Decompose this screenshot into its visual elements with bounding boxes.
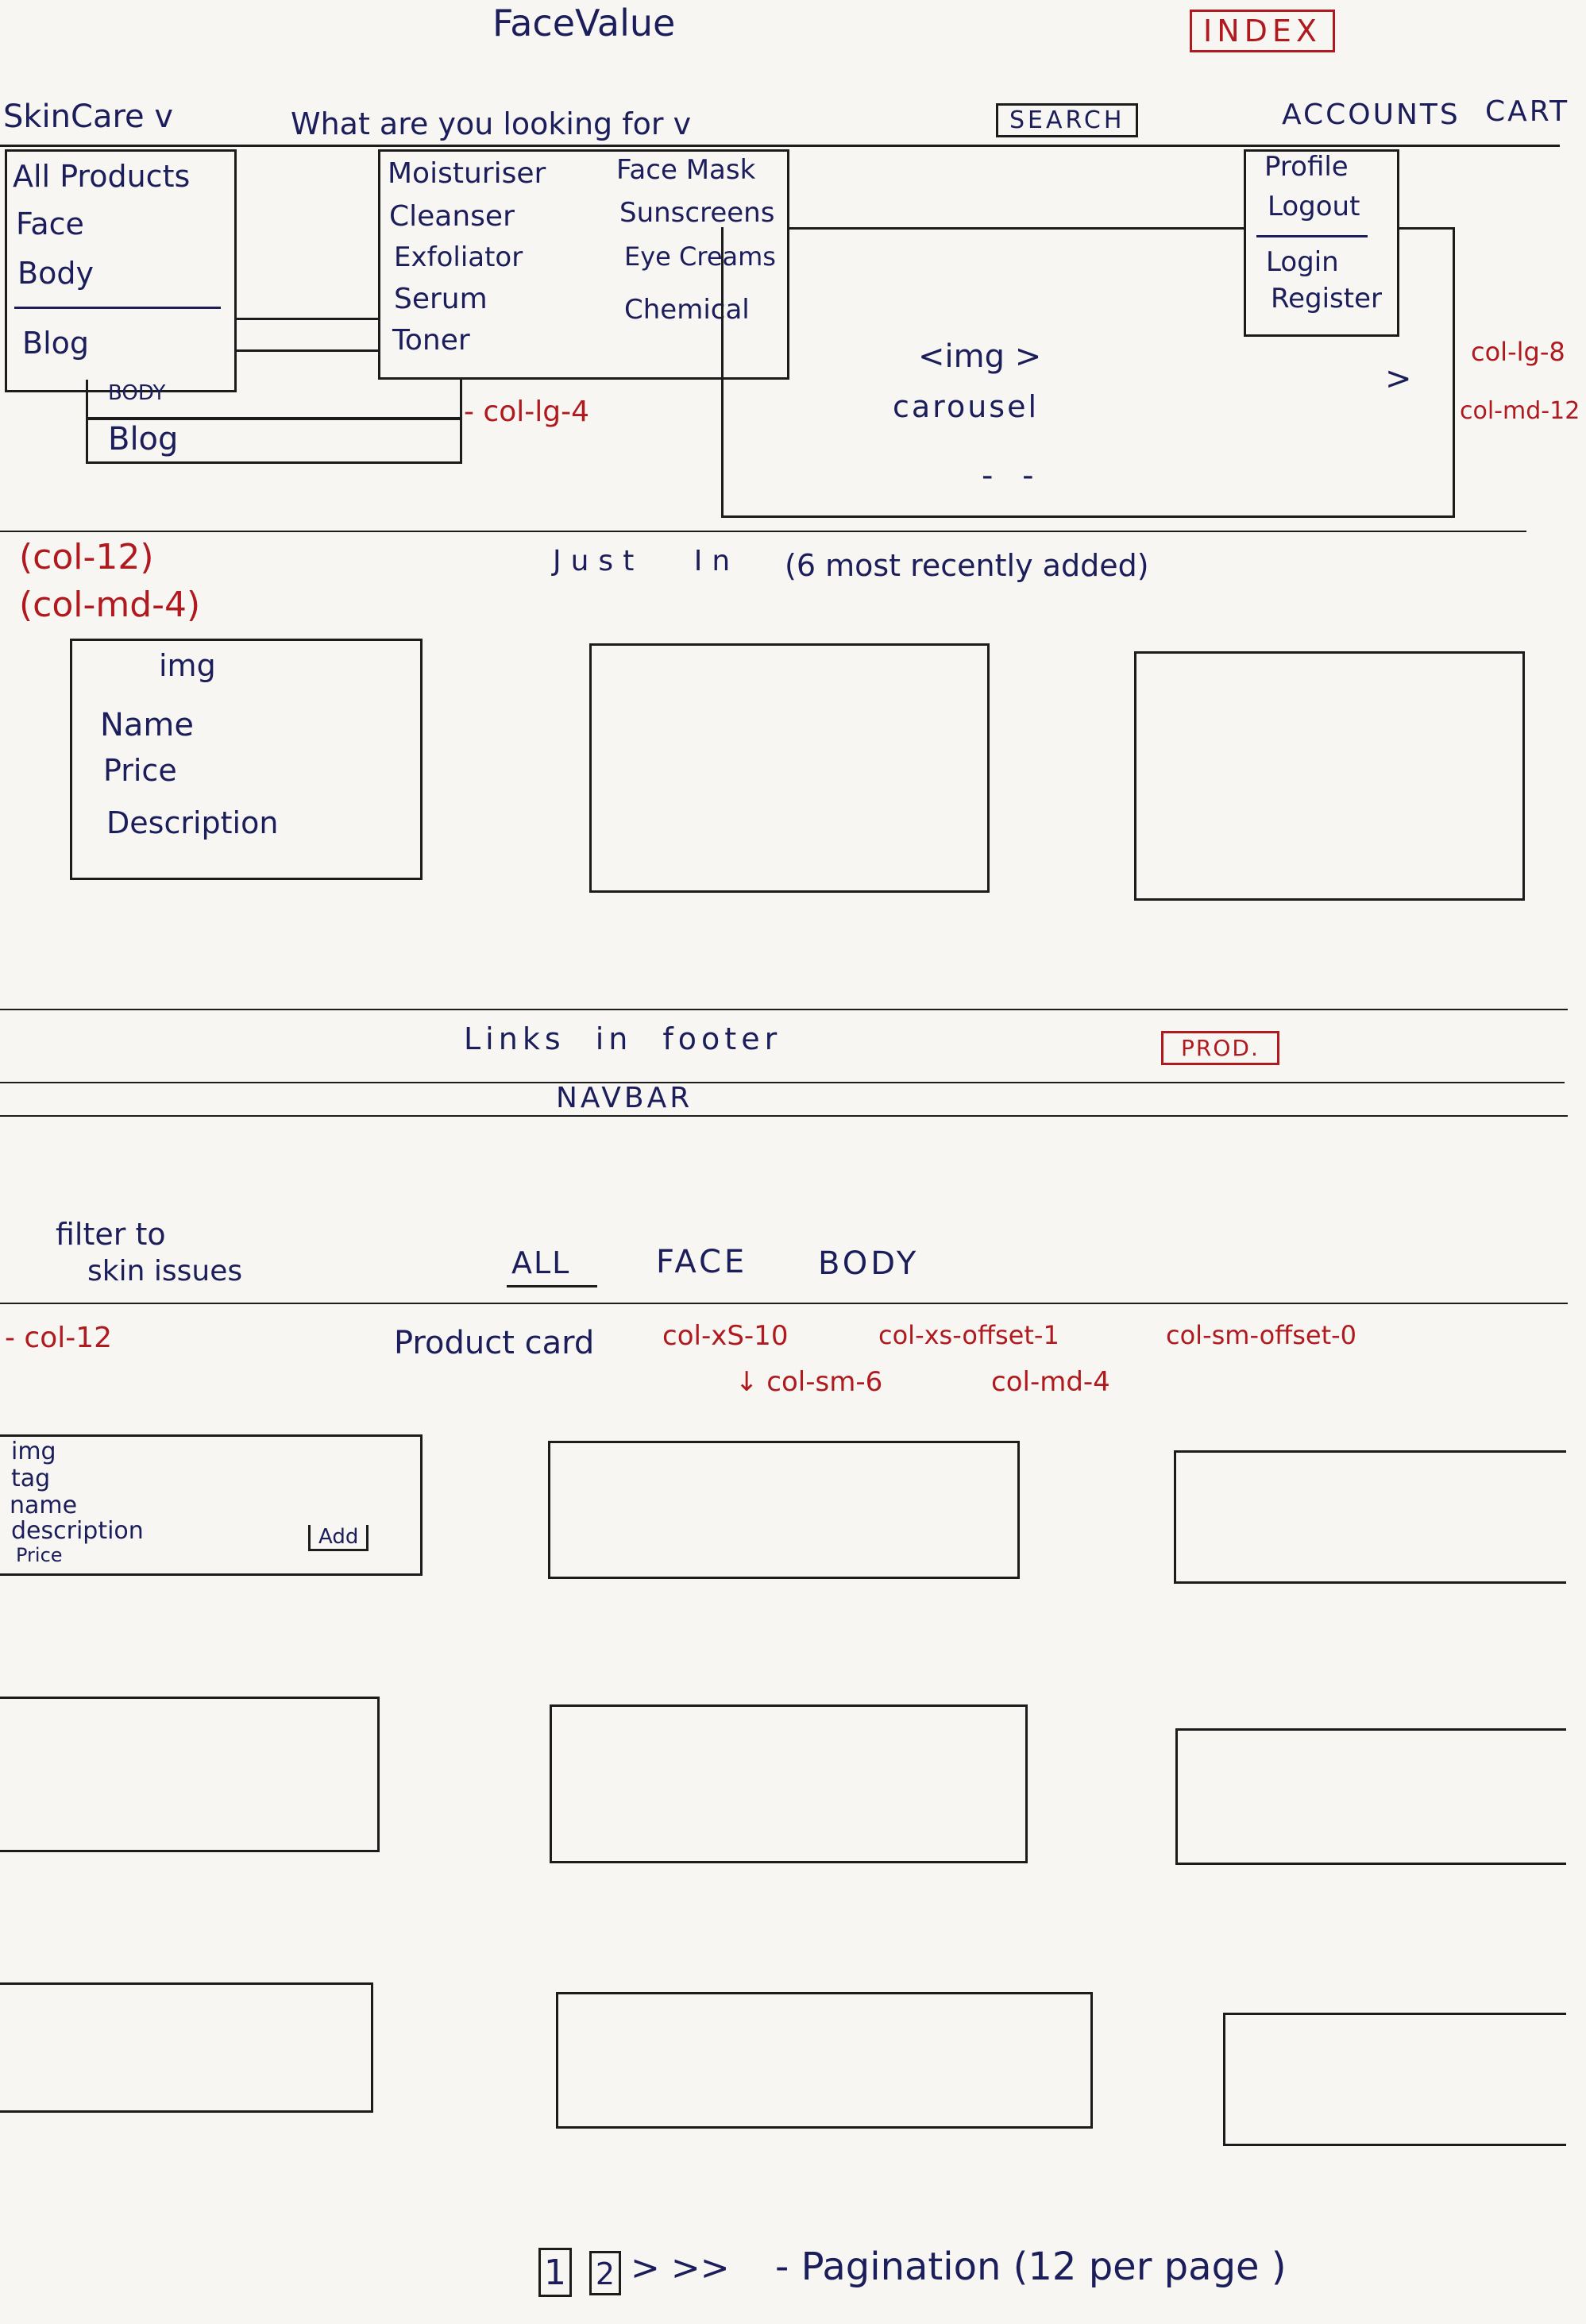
- product-card-2[interactable]: [548, 1441, 1020, 1579]
- pagination-page-2[interactable]: 2: [589, 2251, 621, 2295]
- product-card-4[interactable]: [0, 1697, 380, 1852]
- tabs-line: [0, 1303, 1568, 1304]
- product-card-7[interactable]: [0, 1982, 373, 2113]
- carousel-label: carousel: [893, 389, 1040, 424]
- filter-note-line-1: filter to: [56, 1217, 166, 1252]
- pagination-note: - Pagination (12 per page ): [775, 2245, 1287, 2289]
- dropdown-item-logout[interactable]: Logout: [1268, 191, 1360, 222]
- tab-all-underline: [507, 1285, 597, 1287]
- annotation-col-sm-6: ↓ col-sm-6: [735, 1366, 883, 1398]
- product-card-price: Price: [16, 1544, 63, 1566]
- section-divider-1: [0, 531, 1526, 532]
- annotation-col-md-4-products: col-md-4: [991, 1366, 1110, 1398]
- annotation-col-sm-offset-0: col-sm-offset-0: [1166, 1320, 1357, 1350]
- accounts-menu[interactable]: ACCOUNTS: [1282, 98, 1461, 131]
- footer-top-line: [0, 1009, 1568, 1010]
- dropdown-item-toner[interactable]: Toner: [392, 324, 470, 357]
- tab-body[interactable]: BODY: [818, 1245, 920, 1282]
- dropdown-item-sunscreens[interactable]: Sunscreens: [619, 197, 775, 229]
- product-card-6[interactable]: [1175, 1728, 1566, 1865]
- dropdown-divider: [14, 307, 221, 309]
- dropdown-item-face-mask[interactable]: Face Mask: [616, 154, 756, 186]
- navbar-label: NAVBAR: [556, 1082, 693, 1114]
- connector-line-1: [237, 318, 380, 320]
- filter-note-line-2: skin issues: [87, 1255, 243, 1287]
- skincare-menu[interactable]: SkinCare v: [3, 98, 174, 135]
- carousel-next-arrow[interactable]: >: [1385, 361, 1412, 397]
- tab-all[interactable]: ALL: [511, 1245, 571, 1280]
- just-in-card-1[interactable]: [70, 639, 423, 880]
- dropdown-item-eye-creams[interactable]: Eye Creams: [624, 241, 776, 272]
- skincare-dropdown: [5, 149, 237, 392]
- product-card-tag: tag: [11, 1465, 51, 1492]
- ghost-item-body: BODY: [108, 381, 166, 405]
- cart-link[interactable]: CART: [1485, 95, 1570, 128]
- search-prompt[interactable]: What are you looking for v: [291, 106, 692, 141]
- connector-line-2: [237, 349, 380, 352]
- just-in-heading: Just In: [553, 545, 740, 577]
- annotation-col-md-4: (col-md-4): [19, 585, 201, 625]
- carousel-indicators[interactable]: - -: [982, 457, 1044, 494]
- annotation-col-lg-8: col-lg-8: [1471, 337, 1565, 367]
- carousel-top-edge: [1399, 227, 1455, 230]
- prod-badge: PROD.: [1161, 1031, 1279, 1065]
- site-title: FaceValue: [492, 2, 676, 44]
- connector-line-3: [789, 227, 1245, 230]
- product-card-8[interactable]: [556, 1992, 1093, 2129]
- dropdown-item-moisturiser[interactable]: Moisturiser: [388, 157, 546, 190]
- just-in-card-name: Name: [100, 707, 195, 743]
- header-divider: [0, 145, 1560, 147]
- pagination-page-1[interactable]: 1: [538, 2248, 572, 2297]
- accounts-dropdown: [1244, 149, 1399, 337]
- carousel-img-label: <img >: [918, 338, 1042, 375]
- looking-for-dropdown: [378, 149, 789, 380]
- dropdown-item-chemical[interactable]: Chemical: [624, 294, 750, 326]
- just-in-card-price: Price: [103, 753, 177, 788]
- product-card-img: img: [11, 1438, 56, 1465]
- just-in-card-3[interactable]: [1134, 651, 1525, 901]
- just-in-card-2[interactable]: [589, 643, 990, 893]
- product-card-1[interactable]: [0, 1434, 423, 1576]
- dropdown-item-login[interactable]: Login: [1266, 246, 1339, 278]
- dropdown-item-serum[interactable]: Serum: [394, 283, 488, 315]
- dropdown-item-cleanser[interactable]: Cleanser: [389, 200, 515, 233]
- product-card-label: Product card: [394, 1325, 595, 1361]
- annotation-col-12-products: - col-12: [5, 1322, 113, 1354]
- dropdown-item-profile[interactable]: Profile: [1264, 151, 1349, 183]
- dropdown-item-exfoliator[interactable]: Exfoliator: [394, 241, 523, 273]
- just-in-note: (6 most recently added): [785, 548, 1149, 583]
- product-card-name: name: [10, 1492, 78, 1519]
- annotation-col-12: (col-12): [19, 537, 154, 577]
- footer-bottom-line: [0, 1082, 1565, 1083]
- product-card-add-button[interactable]: Add: [308, 1525, 369, 1551]
- product-card-description: description: [11, 1517, 144, 1545]
- annotation-col-xs-10: col-xS-10: [662, 1320, 789, 1352]
- ghost-item-blog: Blog: [108, 421, 179, 457]
- tab-face[interactable]: FACE: [656, 1244, 748, 1280]
- annotation-col-md-12: col-md-12: [1460, 397, 1580, 425]
- ghost-dropdown-blog: [86, 418, 462, 464]
- product-card-9[interactable]: [1223, 2013, 1566, 2146]
- dropdown-item-blog[interactable]: Blog: [22, 326, 89, 361]
- navbar-line: [0, 1115, 1568, 1117]
- search-button[interactable]: SEARCH: [996, 103, 1139, 137]
- dropdown-item-body[interactable]: Body: [17, 256, 94, 291]
- just-in-card-img: img: [159, 648, 216, 683]
- index-badge: INDEX: [1190, 10, 1335, 52]
- dropdown-item-all-products[interactable]: All Products: [13, 159, 191, 194]
- annotation-col-lg-4: - col-lg-4: [464, 396, 589, 428]
- carousel: [721, 227, 1455, 518]
- dropdown-item-face[interactable]: Face: [16, 207, 84, 241]
- footer-links[interactable]: Links in footer: [464, 1021, 782, 1056]
- product-card-3[interactable]: [1174, 1450, 1566, 1584]
- pagination-arrows[interactable]: > >>: [631, 2248, 730, 2288]
- product-card-5[interactable]: [550, 1704, 1028, 1863]
- annotation-col-xs-offset-1: col-xs-offset-1: [878, 1320, 1059, 1350]
- just-in-card-description: Description: [106, 805, 279, 840]
- dropdown-item-register[interactable]: Register: [1271, 283, 1382, 315]
- accounts-divider: [1256, 235, 1368, 237]
